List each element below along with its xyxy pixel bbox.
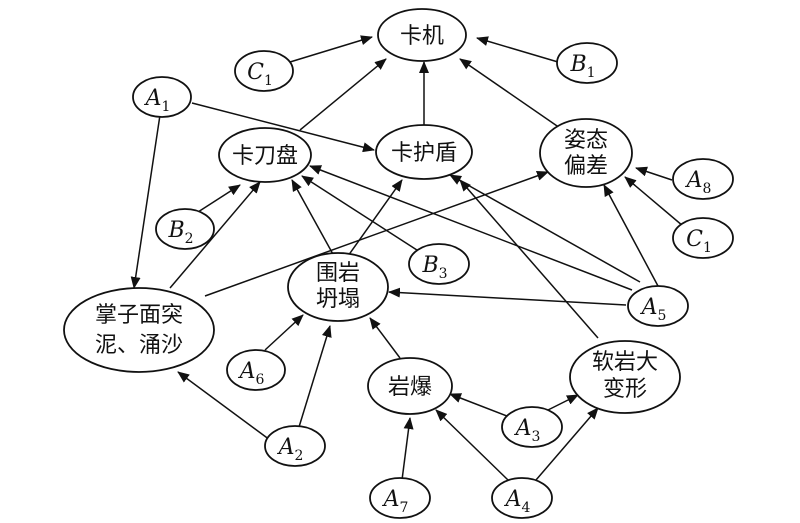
node-kaji-label: 卡机 [400,24,444,49]
node-yanbao-label: 岩爆 [388,375,432,400]
edge-a5-to-kadaopan [309,165,633,291]
edge-a4-to-yanbao [435,409,509,481]
node-kahudun: 卡护盾 [375,124,473,180]
node-ruanyan-label-1: 软岩大 [592,350,658,375]
edge-c1r-to-zitai [624,176,684,227]
factor-a6-label: A6 [238,359,265,388]
node-ruanyan: 软岩大 变形 [569,340,681,414]
edge-a3-to-yanbao [449,393,513,419]
edge-a2-to-zhangzi [177,371,271,441]
node-weiyan-label-1: 围岩 [316,261,360,286]
edge-kadaopan-to-kaji [299,58,387,131]
node-ruanyan-label-2: 变形 [603,377,647,402]
node-zhangzi: 掌子面突 泥、涌沙 [63,287,215,373]
factor-a2: A2 [264,425,326,467]
edges [130,35,684,481]
edge-a1-to-kahudun [191,102,375,153]
node-kadaopan: 卡刀盘 [218,127,312,183]
factor-a2-label: A2 [277,435,304,464]
edge-ruanyan-to-kahudun [459,179,599,339]
node-weiyan: 围岩 坍塌 [287,252,389,322]
factor-a5-label: A5 [640,295,667,324]
factor-a8-label: A8 [685,168,712,197]
node-kadaopan-label: 卡刀盘 [232,144,298,169]
edge-zhangzi-to-zitai [204,171,549,297]
edge-a1-to-zhangzi [130,114,161,289]
node-zhangzi-label-1: 掌子面突 [95,303,183,328]
edge-a4-to-ruanyan [535,407,599,481]
node-zitai: 姿态 偏差 [539,118,633,188]
edge-b1-to-kaji [476,36,559,63]
factor-b2: B2 [155,208,215,250]
factor-b3-label: B3 [421,253,447,282]
factor-c1-top: C1 [234,50,294,92]
node-kahudun-label: 卡护盾 [391,141,457,166]
factor-b3: B3 [408,243,470,285]
factor-a3: A3 [501,406,563,448]
edge-c1-to-kaji [289,35,373,63]
edge-a5-to-weiyan [388,287,627,306]
edge-a3-to-ruanyan [547,394,579,411]
factor-a8: A8 [672,158,734,200]
edge-a5-to-zitai [603,184,659,287]
factor-a4: A4 [491,477,553,519]
edge-zhangzi-to-kadaopan [169,181,261,289]
factor-c1-top-label: C1 [247,60,273,89]
factor-a3-label: A3 [514,416,541,445]
edge-b3-to-kadaopan [301,175,421,253]
edge-weiyan-to-kadaopan [291,179,335,257]
node-yanbao: 岩爆 [367,357,453,415]
edge-a7-to-yanbao [401,417,414,481]
factor-c1-right-label: C1 [686,227,712,256]
edge-a6-to-weiyan [264,314,304,351]
factor-a5: A5 [627,285,689,327]
node-zitai-label-1: 姿态 [564,128,608,153]
node-weiyan-label-2: 坍塌 [316,287,360,312]
edge-a2-to-weiyan [298,325,332,428]
factor-a6: A6 [226,349,286,391]
edge-yanbao-to-weiyan [369,317,401,359]
factor-a1-label: A1 [144,86,171,115]
factor-b2-label: B2 [167,218,193,247]
edge-b2-to-kadaopan [197,184,241,213]
node-zhangzi-label-2: 泥、涌沙 [95,333,183,358]
factor-b1: B1 [556,42,618,84]
node-kaji: 卡机 [377,8,467,62]
factor-a7: A7 [369,477,431,519]
factor-a7-label: A7 [382,487,409,516]
factor-a1: A1 [132,76,192,118]
edge-a8-to-zitai [635,166,673,181]
factor-b1-label: B1 [569,52,595,81]
edge-a5-to-kahudun [449,174,641,283]
edge-zitai-to-kaji [459,58,561,129]
factor-a4-label: A4 [504,487,531,516]
edge-weiyan-to-kahudun [347,179,403,257]
factor-c1-right: C1 [672,217,734,259]
node-zitai-label-2: 偏差 [564,154,608,179]
